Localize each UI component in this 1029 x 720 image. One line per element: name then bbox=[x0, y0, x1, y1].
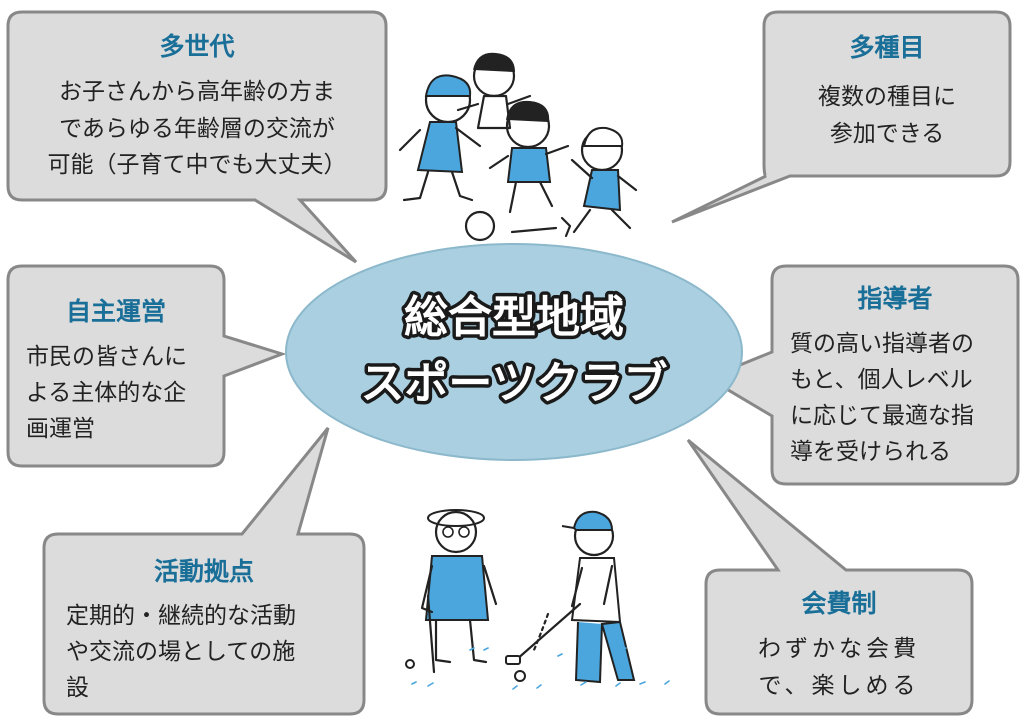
bubble-membership-fee: 会費制 わずかな会費 で、楽しめる bbox=[686, 438, 974, 716]
bubble-line: 導を受けられる bbox=[790, 439, 951, 465]
center-title-line1: 総合型地域 bbox=[404, 292, 624, 343]
center-title-line2: スポーツクラブ bbox=[360, 358, 667, 409]
bubble-line: お子さんから高年齢の方ま bbox=[59, 79, 335, 105]
bubble-title: 指導者 bbox=[857, 284, 932, 313]
bubble-line: 質の高い指導者の bbox=[790, 331, 974, 357]
bubble-title: 多種目 bbox=[849, 33, 924, 62]
bubble-line: で、楽しめる bbox=[758, 673, 919, 699]
bubble-line: に応じて最適な指 bbox=[790, 403, 974, 429]
bubble-line: 市民の皆さんに bbox=[26, 344, 187, 370]
bubble-line: 可能（子育て中でも大丈夫） bbox=[48, 152, 347, 178]
bubble-title: 活動拠点 bbox=[154, 557, 254, 586]
bubble-activity-base: 活動拠点 定期的・継続的な活動 や交流の場としての施 設 bbox=[42, 427, 366, 716]
bubble-line: 複数の種目に bbox=[818, 84, 956, 110]
bubble-multi-event: 多種目 複数の種目に 参加できる bbox=[671, 10, 1012, 224]
bubble-multi-generation: 多世代 お子さんから高年齢の方ま であらゆる年齢層の交流が 可能（子育て中でも大… bbox=[6, 10, 388, 264]
bubble-line: 参加できる bbox=[830, 121, 945, 147]
center-node: 総合型地域 スポーツクラブ bbox=[285, 243, 743, 461]
bubble-line: もと、個人レベル bbox=[790, 367, 973, 393]
seniors-playing-ground-golf-icon bbox=[405, 509, 670, 690]
bubble-line: や交流の場としての施 bbox=[66, 639, 295, 665]
children-playing-ball-icon bbox=[398, 52, 638, 242]
bubble-line: よる主体的な企 bbox=[26, 380, 186, 406]
bubble-line: 画運営 bbox=[26, 416, 95, 442]
bubble-line: 設 bbox=[66, 675, 89, 701]
bubble-title: 自主運営 bbox=[66, 297, 166, 326]
bubble-self-management: 自主運営 市民の皆さんに よる主体的な企 画運営 bbox=[6, 264, 287, 468]
bubble-title: 会費制 bbox=[801, 589, 876, 618]
bubble-title: 多世代 bbox=[159, 32, 234, 61]
bubble-line: であらゆる年齢層の交流が bbox=[59, 116, 335, 142]
bubble-line: わずかな会費 bbox=[758, 636, 920, 662]
bubble-line: 定期的・継続的な活動 bbox=[66, 603, 296, 629]
bubble-instructor: 指導者 質の高い指導者の もと、個人レベル に応じて最適な指 導を受けられる bbox=[704, 264, 1020, 486]
